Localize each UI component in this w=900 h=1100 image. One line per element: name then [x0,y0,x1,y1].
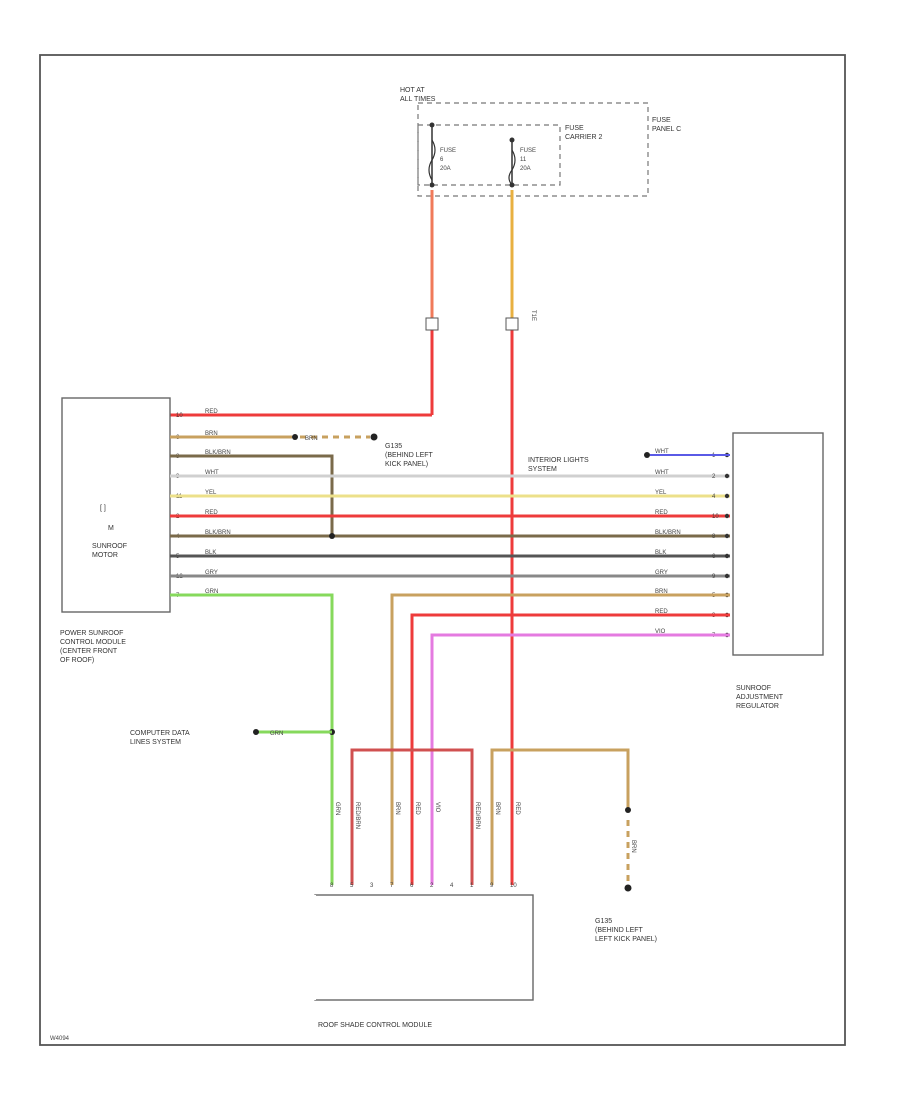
right-pin-number: 6 [712,554,716,560]
bottom-pin-number: 4 [450,883,454,889]
footer-code: W4094 [50,1036,70,1042]
right-pin-number: 2 [712,474,716,480]
g135-top-wire-label: BRN [305,436,318,442]
connector-t1e-label: T1E [530,310,536,321]
roof-shade-module-label: ROOF SHADE CONTROL MODULE [318,1022,432,1029]
bottom-wire-label: VIO [434,802,440,813]
left-pin-number: 10 [176,413,183,419]
bottom-wire-label: GRN [334,802,340,815]
bottom-pin-number: 2 [430,883,434,889]
right-pin-dot [724,473,730,479]
bottom-module-pins: 8 5 3 7 6 2 4 1 9 10 [330,883,517,889]
bottom-wire-label: RED [414,802,420,815]
motor-bracket: [ ] [100,505,106,512]
right-wire-color-label: BRN [655,589,668,595]
fuse-b-wire: T1E [505,190,536,885]
right-pin-dot [724,533,730,539]
right-wire-color-label: YEL [655,490,667,496]
right-wire-color-label: VIO [655,629,666,635]
right-wire-color-label: WHT [655,470,669,476]
diagram-frame [39,54,846,1046]
motor-symbol: M [108,525,114,532]
right-pin-dot [724,573,730,579]
bottom-pin-number: 7 [390,883,394,889]
g135-bottom-wire-label: BRN [630,840,636,853]
right-pin-dot [724,493,730,499]
left-wire-color-label: GRN [205,589,218,595]
right-pin-dot [724,553,730,559]
left-wire-color-label: BLK/BRN [205,450,231,456]
bottom-wire-label: RED/BRN [474,802,480,829]
vertical-wires [170,533,730,892]
right-pin-number: 9 [712,574,716,580]
bottom-pin-number: 8 [330,883,334,889]
left-wire-color-label: GRY [205,570,218,576]
left-wire-color-label: WHT [205,470,219,476]
right-pin-number: 8 [712,534,716,540]
bottom-pin-number: 3 [370,883,374,889]
wire-blk-brn-splice [170,454,334,536]
left-wire-color-label: RED [205,409,218,415]
left-wire-color-label: BLK/BRN [205,530,231,536]
bottom-wire-label: RED/BRN [354,802,360,829]
bottom-pin-number: 5 [350,883,354,889]
right-wire-color-label: WHT [655,449,669,455]
bottom-pin-number: 1 [470,883,474,889]
bottom-wire-label: BRN [394,802,400,815]
left-wire-color-label: YEL [205,490,217,496]
right-wire-color-label: BLK [655,550,666,556]
bottom-pin-number: 10 [510,883,517,889]
roof-shade-control-module: 8 5 3 7 6 2 4 1 9 10 ROOF SHADE CONTROL MODULE [314,883,534,1029]
fuse-a-wire [170,190,439,417]
left-wire-color-label: RED [205,510,218,516]
bottom-wire-label: BRN [494,802,500,815]
bottom-wire-label: RED [514,802,520,815]
left-wire-color-label: BRN [205,431,218,437]
right-wire-color-label: BLK/BRN [655,530,681,536]
horizontal-wires: 10RED6BRN8BLK/BRN3WHT11YEL2RED4BLK/BRN5B… [170,409,730,639]
right-wire-color-label: GRY [655,570,668,576]
data-lines-wire-label: GRN [270,731,283,737]
right-pin-number: 4 [712,494,716,500]
bottom-pin-number: 6 [410,883,414,889]
right-wire-color-label: RED [655,609,668,615]
right-pin-number: 10 [712,514,719,520]
right-pin-dot [724,513,730,519]
bottom-pin-number: 9 [490,883,494,889]
bottom-wire-labels: GRN RED/BRN BRN RED VIO RED/BRN BRN RED [334,802,520,829]
left-wire-color-label: BLK [205,550,216,556]
right-wire-color-label: RED [655,510,668,516]
